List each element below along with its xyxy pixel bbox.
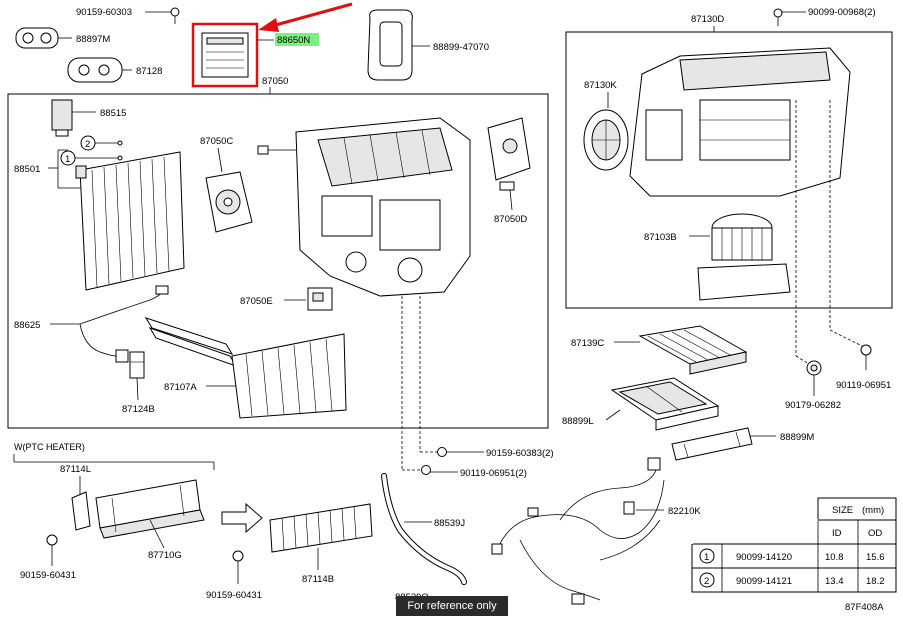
small-actuator-icon xyxy=(307,287,333,311)
arrow-right-icon xyxy=(221,502,263,534)
bracket-icon xyxy=(71,491,91,531)
seal-icon xyxy=(67,57,123,83)
heater-core-icon xyxy=(144,317,347,419)
filter-cover-icon xyxy=(671,427,753,461)
label-90159-60383[interactable]: 90159-60383(2) xyxy=(486,448,554,459)
screw-icon xyxy=(46,534,58,566)
label-88897m[interactable]: 88897M xyxy=(76,34,110,45)
table-row-num: 2 xyxy=(704,576,709,587)
cover-panel-icon xyxy=(367,9,413,81)
expansion-valve-icon xyxy=(51,99,73,137)
screw-icon xyxy=(437,447,484,457)
label-88539j[interactable]: 88539J xyxy=(434,518,465,529)
size-table-title: SIZE xyxy=(832,505,853,516)
blower-cover-icon xyxy=(583,109,629,171)
table-row-callout xyxy=(699,548,715,564)
nut-icon xyxy=(806,360,822,376)
label-87710g[interactable]: 87710G xyxy=(148,550,182,561)
ptc-heading: W(PTC HEATER) xyxy=(14,442,85,452)
label-82210k[interactable]: 82210K xyxy=(668,506,701,517)
blower-motor-icon xyxy=(697,213,791,301)
label-88501[interactable]: 88501 xyxy=(14,164,40,175)
table-row-part[interactable]: 90099-14121 xyxy=(736,576,792,587)
clip-icon xyxy=(129,351,145,379)
air-filter-icon xyxy=(638,325,748,375)
label-87114b[interactable]: 87114B xyxy=(302,574,334,585)
label-87124b[interactable]: 87124B xyxy=(122,404,155,415)
label-87050d[interactable]: 87050D xyxy=(494,214,527,225)
size-table-unit: (mm) xyxy=(862,505,884,516)
label-87130d[interactable]: 87130D xyxy=(691,14,724,25)
label-88650n[interactable]: 88650N xyxy=(277,35,310,46)
label-87050c[interactable]: 87050C xyxy=(200,136,233,147)
screw-icon xyxy=(860,344,872,370)
blower-case-icon xyxy=(629,47,851,197)
label-87114l[interactable]: 87114L xyxy=(60,464,91,475)
label-90119-06951-2[interactable]: 90119-06951(2) xyxy=(460,468,527,479)
table-row-callout xyxy=(699,572,715,588)
drain-hose-icon xyxy=(381,473,467,585)
table-row-num: 1 xyxy=(704,552,709,563)
ptc-element-icon xyxy=(269,503,373,553)
size-table-col-id: ID xyxy=(832,528,842,539)
table-row-od: 18.2 xyxy=(866,576,885,587)
label-90099-00968[interactable]: 90099-00968(2) xyxy=(808,7,876,18)
wire-harness-icon xyxy=(491,457,665,605)
label-88899l[interactable]: 88899L xyxy=(562,416,594,427)
label-88899m[interactable]: 88899M xyxy=(780,432,814,443)
label-90159-60303[interactable]: 90159-60303 xyxy=(76,7,132,18)
label-87107a[interactable]: 87107A xyxy=(164,382,197,393)
ptc-heater-icon xyxy=(95,479,205,539)
size-table xyxy=(691,497,897,593)
label-90159-60431-b[interactable]: 90159-60431 xyxy=(206,590,262,601)
table-row-id: 10.8 xyxy=(825,552,844,563)
thermistor-wire-icon xyxy=(79,285,169,363)
highlight-label-bg xyxy=(275,33,319,46)
servo-motor-icon xyxy=(205,171,253,233)
screw-icon xyxy=(421,465,458,475)
reference-note: For reference only xyxy=(396,596,508,616)
label-88899-47070[interactable]: 88899-47070 xyxy=(433,42,489,53)
screw-icon xyxy=(232,550,244,584)
amplifier-unit-icon xyxy=(201,32,249,78)
figure-code: 87F408A xyxy=(845,602,884,613)
table-row-id: 13.4 xyxy=(825,576,844,587)
evaporator-core-icon xyxy=(75,151,185,291)
screw-icon xyxy=(773,8,783,26)
highlight-box xyxy=(191,22,259,88)
screw-icon xyxy=(170,7,180,24)
svg-text:2: 2 xyxy=(85,139,90,150)
label-90159-60431-a[interactable]: 90159-60431 xyxy=(20,570,76,581)
label-87050e[interactable]: 87050E xyxy=(240,296,273,307)
red-arrow-icon xyxy=(258,2,353,32)
label-88625[interactable]: 88625 xyxy=(14,320,40,331)
filter-frame-icon xyxy=(610,377,720,431)
grommet-icon xyxy=(15,27,59,49)
svg-text:1: 1 xyxy=(65,154,70,165)
label-87050[interactable]: 87050 xyxy=(262,76,288,87)
label-87139c[interactable]: 87139C xyxy=(571,338,604,349)
table-row-part[interactable]: 90099-14120 xyxy=(736,552,792,563)
label-88515[interactable]: 88515 xyxy=(100,108,126,119)
table-row-od: 15.6 xyxy=(866,552,885,563)
main-assembly-frame xyxy=(7,93,549,429)
label-87103b[interactable]: 87103B xyxy=(644,232,677,243)
heater-unit-housing-icon xyxy=(257,117,471,297)
blower-assembly-frame xyxy=(565,31,893,309)
size-table-col-od: OD xyxy=(868,528,882,539)
label-87128[interactable]: 87128 xyxy=(136,66,162,77)
actuator-icon xyxy=(487,117,531,191)
label-87130k[interactable]: 87130K xyxy=(584,80,617,91)
label-90179-06282[interactable]: 90179-06282 xyxy=(785,400,841,411)
label-90119-06951[interactable]: 90119-06951 xyxy=(836,380,891,391)
